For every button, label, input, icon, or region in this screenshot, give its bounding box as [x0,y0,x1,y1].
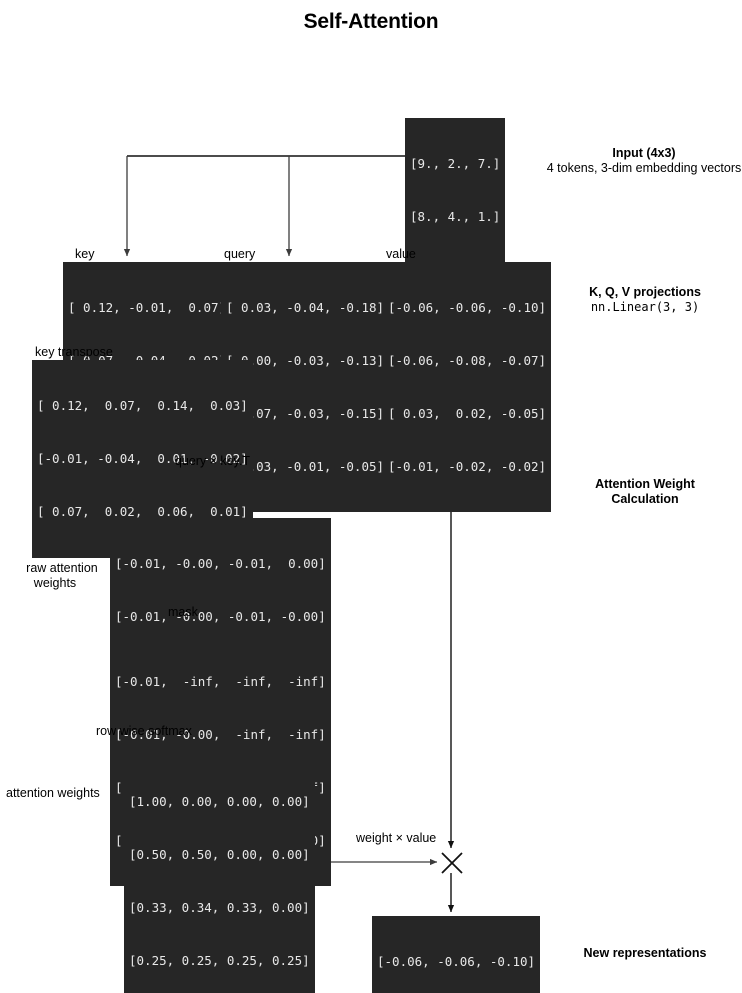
projections-annotation: K, Q, V projections nn.Linear(3, 3) [548,285,742,315]
matrix-row: [-0.06, -0.06, -0.10] [377,954,536,970]
matrix-row: [0.33, 0.34, 0.33, 0.00] [129,899,310,915]
query-label: query [224,247,256,261]
input-annotation-sub: 4 tokens, 3-dim embedding vectors [546,161,742,175]
input-annotation-head: Input (4x3) [612,146,676,160]
matrix-row: [0.25, 0.25, 0.25, 0.25] [129,952,310,968]
query-x-keyT-op-label: query × key.T [174,454,251,468]
key-transpose-label: key transpose [35,345,113,359]
projections-annotation-sub: nn.Linear(3, 3) [590,300,700,314]
input-annotation: Input (4x3) 4 tokens, 3-dim embedding ve… [546,146,742,176]
matrix-row: [1.00, 0.00, 0.00, 0.00] [129,794,310,810]
matrix-row: [ 0.12, 0.07, 0.14, 0.03] [37,398,248,414]
page-title: Self-Attention [303,10,439,33]
matrix-row: [ 0.03, -0.04, -0.18] [226,300,385,316]
raw-attention-weights-label: raw attention weights [5,546,105,606]
attention-calc-annotation-line2: Calculation [611,492,679,506]
matrix-row: [ 0.12, -0.01, 0.07] [68,300,227,316]
output-annotation-head: New representations [583,946,707,960]
mask-op-label: mask [168,605,198,619]
matrix-row: [-0.01, -0.00, -0.01, 0.00] [115,556,326,572]
matrix-row: [-0.01, -0.00, -inf, -inf] [115,726,326,742]
attention-weights-label: attention weights [6,786,100,800]
matrix-row: [ 0.07, 0.02, 0.06, 0.01] [37,503,248,519]
matrix-row: [0.50, 0.50, 0.00, 0.00] [129,846,310,862]
value-matrix: [-0.06, -0.06, -0.10] [-0.06, -0.08, -0.… [383,262,552,513]
value-label: value [386,247,416,261]
matrix-row: [-0.01, -inf, -inf, -inf] [115,674,326,690]
key-label: key [75,247,95,261]
matrix-row: [-0.01, -0.00, -0.01, -0.00] [115,608,326,624]
attention-calc-annotation: Attention Weight Calculation [548,477,742,507]
matrix-row: [-0.06, -0.08, -0.07] [388,352,547,368]
matrix-row: [8., 4., 1.] [410,208,501,224]
raw-attention-weights-label-text: raw attention weights [26,561,98,590]
attention-weights-matrix: [1.00, 0.00, 0.00, 0.00] [0.50, 0.50, 0.… [124,756,315,993]
new-representations-matrix: [-0.06, -0.06, -0.10] [-0.06, -0.07, -0.… [372,916,541,993]
weight-x-value-op-label: weight × value [356,831,437,845]
output-annotation: New representations [548,946,742,961]
softmax-op-label: row wise softmax [96,724,192,738]
projections-annotation-head: K, Q, V projections [589,285,701,299]
attention-calc-annotation-line1: Attention Weight [595,477,695,491]
matrix-row: [-0.01, -0.02, -0.02] [388,458,547,474]
matrix-row: [9., 2., 7.] [410,156,501,172]
matrix-row: [-0.06, -0.06, -0.10] [388,300,547,316]
matrix-row: [ 0.03, 0.02, -0.05] [388,405,547,421]
